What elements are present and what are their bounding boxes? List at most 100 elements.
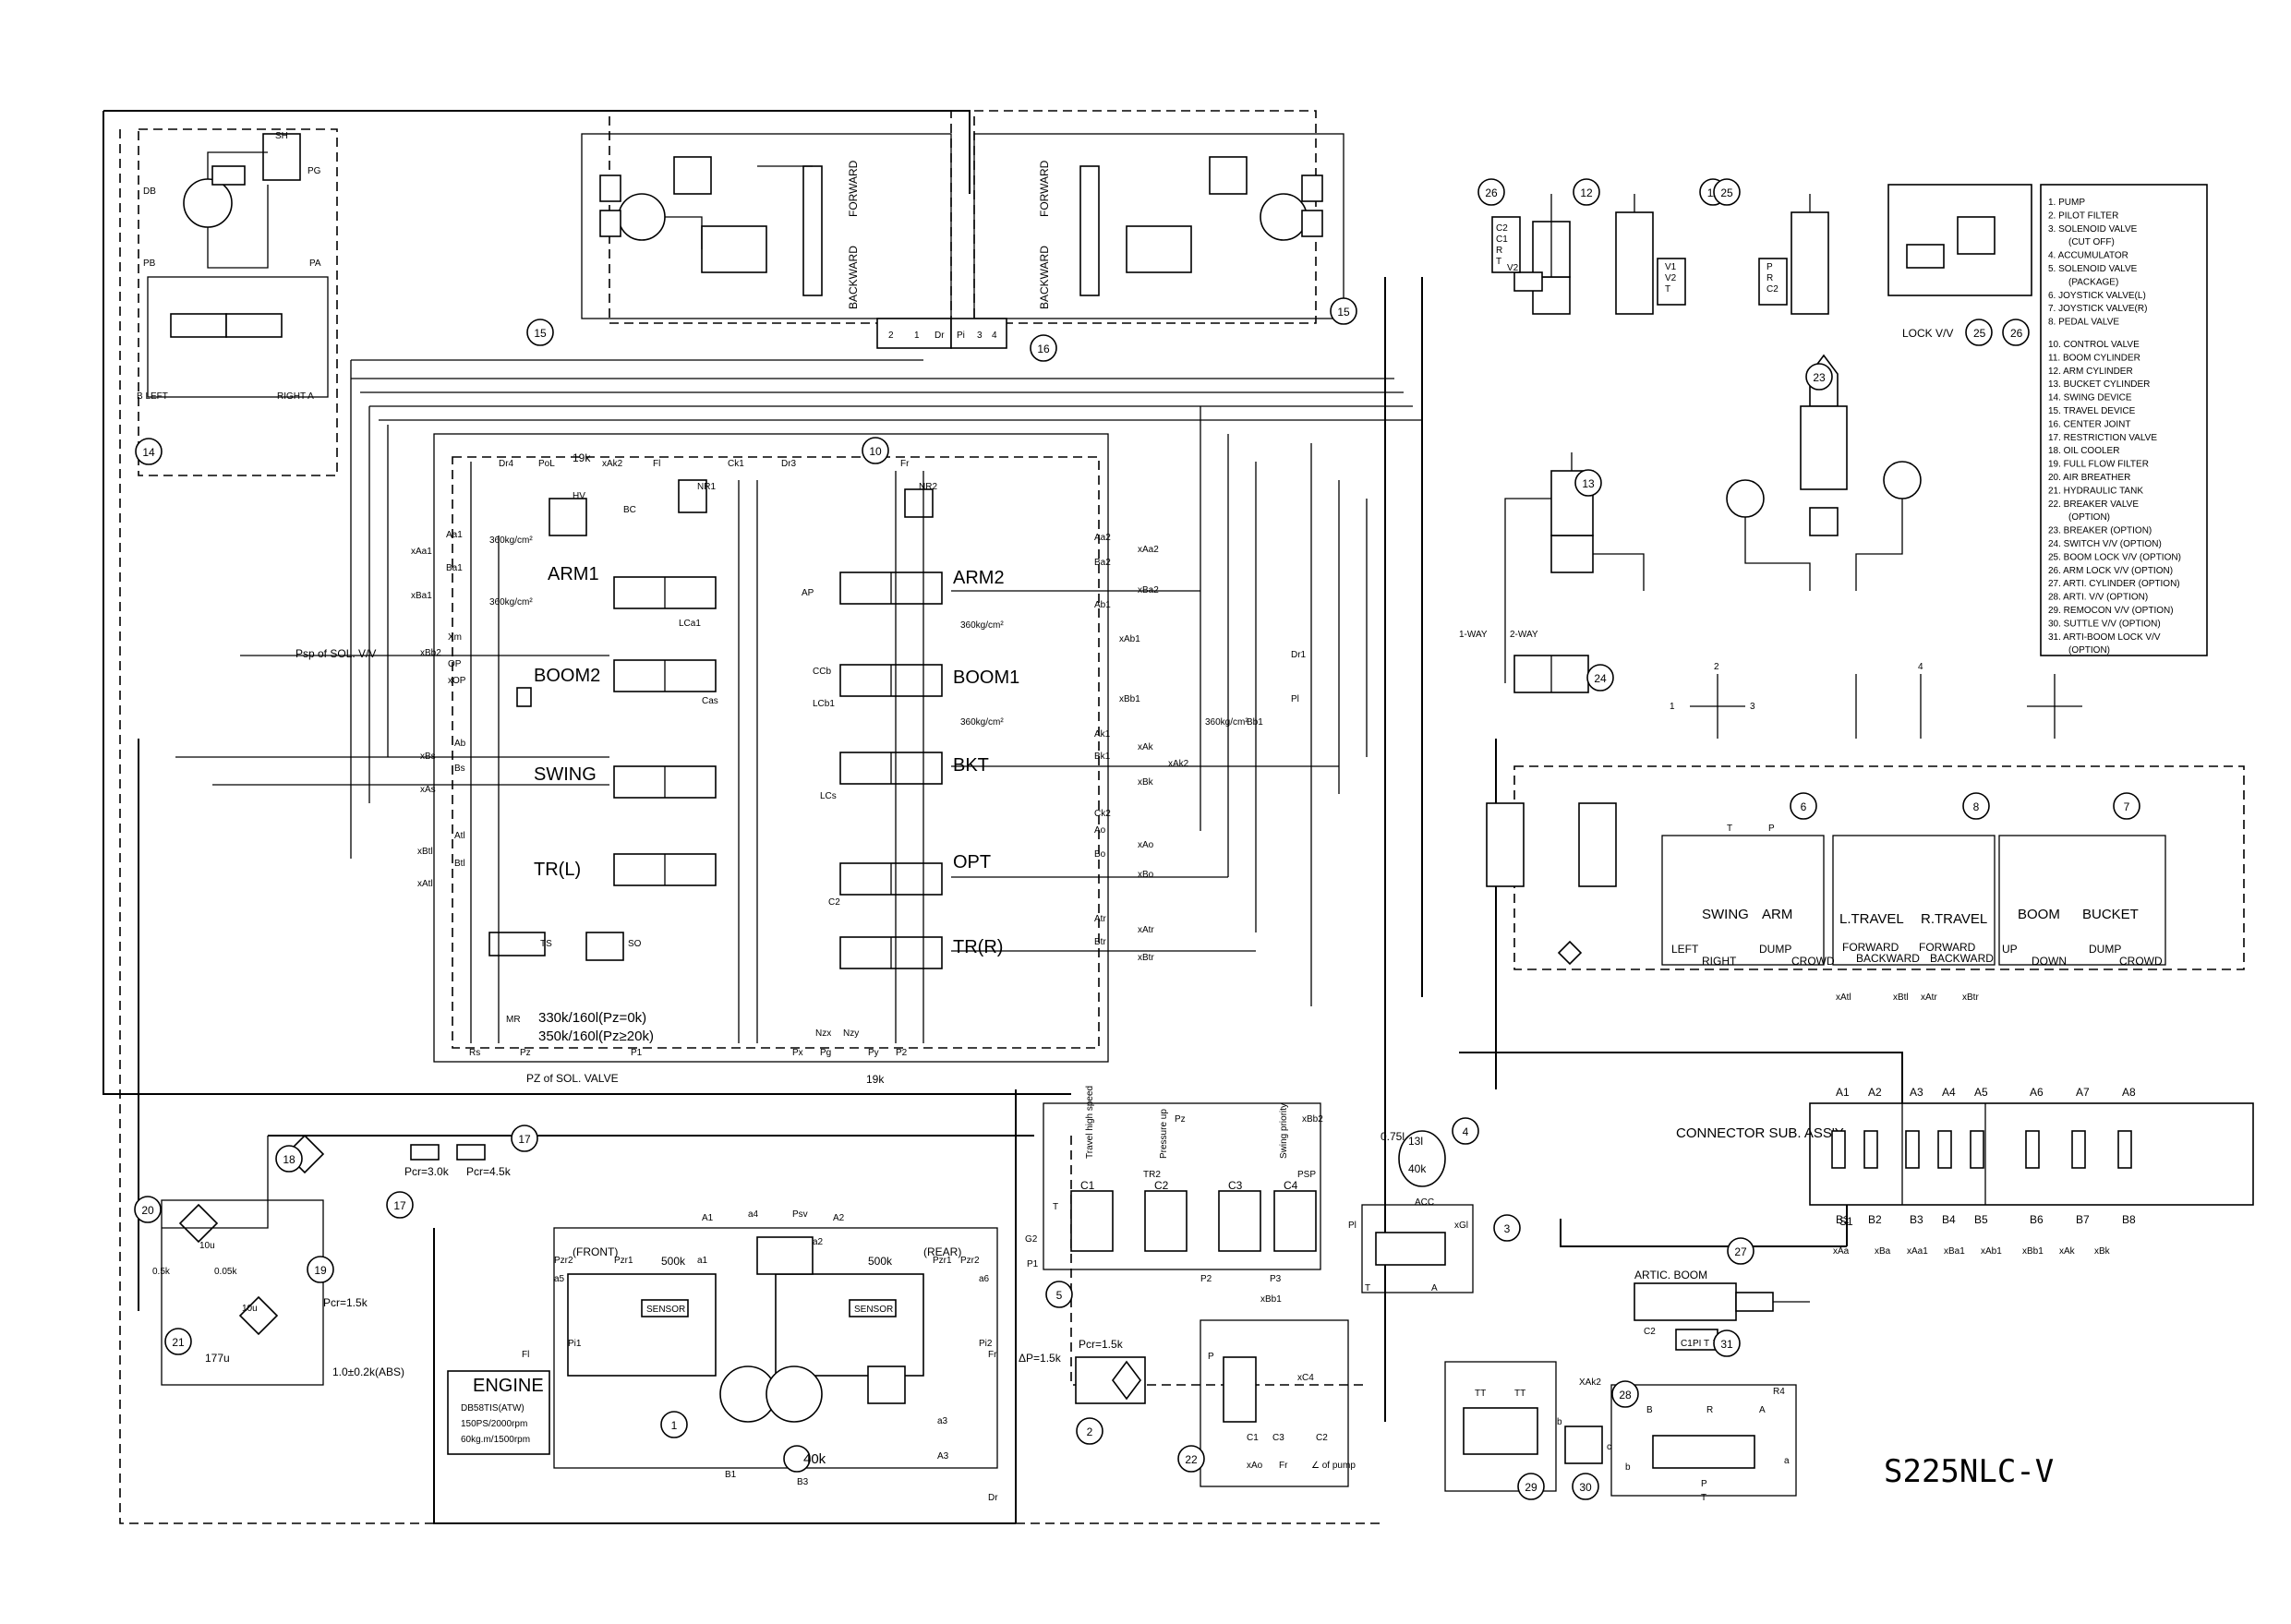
callout-circle-11: [1574, 469, 1602, 497]
pump-port-7-a1: a1: [697, 1256, 708, 1266]
suttle-xak2: XAk2: [1579, 1377, 1601, 1388]
spool-opt: OPT: [839, 852, 991, 896]
brk-port-xao: xAo: [1247, 1461, 1263, 1471]
callout-circle-16: [511, 1125, 538, 1152]
cv-port-nr1: NR1: [697, 482, 716, 492]
pedal-backward-r: BACKWARD: [1930, 952, 1994, 965]
callout-circle-24: [1586, 664, 1614, 692]
connector-bottom-B2: B2: [1868, 1213, 1882, 1226]
callout-circle-20: [134, 1196, 162, 1223]
boomlock-l-port-v2: V2: [1665, 273, 1677, 283]
spool-arm1: ARM1: [548, 564, 717, 609]
legend-line-30: 29. REMOCON V/V (OPTION): [2048, 606, 2174, 616]
cv-port-ck1: Ck1: [728, 459, 744, 469]
brk-port-c1: C1: [1247, 1433, 1259, 1443]
suttle-valve: b c a XAk2: [1557, 1377, 1611, 1489]
connector-out-xAa: xAa: [1833, 1246, 1850, 1257]
legend-line-6: (PACKAGE): [2068, 277, 2118, 287]
legend-line-26: 25. BOOM LOCK V/V (OPTION): [2048, 552, 2181, 562]
cv-port-ba1: Ba1: [446, 563, 463, 573]
connector-top-A2: A2: [1868, 1086, 1882, 1099]
accumulator: 0.75l 13l 40k: [1381, 1130, 1446, 1187]
pump-group: (FRONT) (REAR) 500k 500k SENSOR SENSOR 4…: [522, 1209, 998, 1503]
callout-circle-28: [1611, 1380, 1639, 1408]
pump-port-0-a1: A1: [702, 1213, 714, 1223]
spool-trr-label: TR(R): [953, 937, 1003, 957]
connector-out-xBa1: xBa1: [1944, 1246, 1965, 1257]
legend-line-20: 20. AIR BREATHER: [2048, 473, 2130, 483]
cv-port-cas: Cas: [702, 696, 718, 706]
sol-c2: C2: [1154, 1179, 1169, 1192]
cv-port-xbb1: xBb1: [1119, 694, 1140, 704]
lock-vv-ref-26: 26: [2010, 327, 2023, 340]
connector-bottom-B8: B8: [2122, 1213, 2136, 1226]
spool-swing: SWING: [534, 764, 717, 799]
travel-right-backward: BACKWARD: [1038, 246, 1051, 309]
armlock-port-t: T: [1496, 257, 1501, 267]
acc-13l: 13l: [1408, 1135, 1423, 1148]
sol-c1: C1: [1080, 1179, 1095, 1192]
spool-boom1: BOOM1: [839, 664, 1019, 697]
cv-port-atr: Atr: [1094, 914, 1106, 924]
callout-circle-15: [1030, 334, 1057, 362]
callout-19-19: 19: [314, 1264, 327, 1277]
connector-top-A4: A4: [1942, 1086, 1956, 1099]
connector-top-A8: A8: [2122, 1086, 2136, 1099]
breaker: [1726, 354, 1922, 591]
pump-port-18-a3: a3: [937, 1416, 948, 1426]
arrow-n1: 1: [1670, 702, 1675, 712]
legend-line-28: 27. ARTI. CYLINDER (OPTION): [2048, 579, 2180, 589]
cutoff-port-t: T: [1365, 1283, 1370, 1293]
engine-power: 150PS/2000rpm: [461, 1419, 527, 1429]
cv-port-so: SO: [628, 939, 642, 949]
travel-left-forward: FORWARD: [847, 160, 860, 217]
pump-port-19-a3: A3: [937, 1451, 949, 1462]
swing-port-pb: PB: [143, 259, 156, 269]
callout-12-10: 12: [1580, 186, 1593, 199]
filter-pcr: Pcr=1.5k: [323, 1296, 368, 1309]
connector-out-xAk: xAk: [2059, 1246, 2076, 1257]
cv-port-xba1: xBa1: [411, 591, 432, 601]
callout-14-12: 14: [142, 446, 155, 459]
cj-port-3: 3: [977, 331, 983, 341]
callout-circle-6: [2113, 792, 2140, 820]
connector-out-xBk: xBk: [2094, 1246, 2111, 1257]
callout-31-31: 31: [1720, 1338, 1733, 1351]
cv-port-lca1: LCa1: [679, 619, 701, 629]
acc-volume: 0.75l: [1381, 1130, 1405, 1143]
pump-port-1-a4: a4: [748, 1209, 759, 1220]
control-valve: ARM1 BOOM2 SWING TR(L) ARM2 BOOM1: [295, 433, 1307, 1086]
connector-coupler-1: [1831, 1130, 1846, 1169]
pedal-forward-r: FORWARD: [1919, 941, 1976, 954]
cv-port-xbtr: xBtr: [1138, 953, 1154, 963]
sol-c3: C3: [1228, 1179, 1243, 1192]
callout-circle-22: [1177, 1445, 1205, 1473]
pump-port-10-a5: a5: [554, 1274, 565, 1284]
cv-port-ck2: Ck2: [1094, 809, 1111, 819]
js-arm: ARM: [1762, 907, 1792, 922]
port-19k-bottom: 19k: [866, 1073, 885, 1086]
cv-port-xaa2: xAa2: [1138, 545, 1159, 555]
connector-bottom-B3: B3: [1910, 1213, 1923, 1226]
connector-bottom-B5: B5: [1974, 1213, 1988, 1226]
pedal-out-xbtr: xBtr: [1962, 992, 1979, 1003]
callout-circle-1: [1076, 1417, 1103, 1445]
connector-out-xAa1: xAa1: [1907, 1246, 1928, 1257]
pump-port-12-pi1: Pi1: [568, 1339, 582, 1349]
pedal-out-xatr: xAtr: [1921, 992, 1937, 1003]
callout-2-1: 2: [1087, 1426, 1093, 1438]
js-crowd: CROWD: [1791, 955, 1835, 968]
control-valve-pipes: [175, 359, 1422, 1043]
cv-port-nzy: Nzy: [843, 1029, 859, 1039]
spool-opt-label: OPT: [953, 852, 991, 872]
boom-cylinders: V1 V2 T P R C2: [1615, 194, 1829, 315]
spool-trr: TR(R): [839, 936, 1003, 969]
callout-15-14: 15: [1337, 306, 1350, 319]
legend-line-16: 16. CENTER JOINT: [2048, 419, 2130, 429]
callout-26-26: 26: [1485, 186, 1498, 199]
callout-circle-19: [307, 1256, 334, 1283]
remocon-tt-2: TT: [1514, 1389, 1525, 1399]
callout-circle-23: [1805, 363, 1833, 391]
callout-13-11: 13: [1582, 477, 1595, 490]
